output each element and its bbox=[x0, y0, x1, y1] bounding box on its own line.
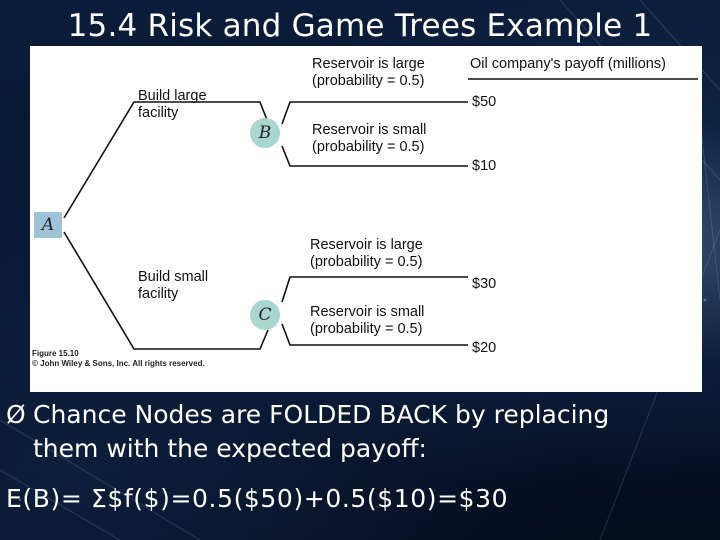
branch-c-large bbox=[281, 276, 468, 303]
label-b-large: Reservoir is large (probability = 0.5) bbox=[312, 56, 425, 89]
expected-value-formula: E(B)= Σ$f($)=0.5($50)+0.5($10)=$30 bbox=[6, 484, 509, 513]
label-c-large: Reservoir is large (probability = 0.5) bbox=[310, 237, 423, 270]
label-c-small: Reservoir is small (probability = 0.5) bbox=[310, 304, 425, 337]
game-tree-figure: A B C Build large facility Build small f… bbox=[30, 46, 702, 392]
branch-c-small bbox=[281, 323, 468, 346]
payoff-header: Oil company's payoff (millions) bbox=[470, 56, 666, 72]
branch-build-small bbox=[63, 231, 269, 350]
branch-build-large bbox=[63, 101, 268, 219]
slide-title: 15.4 Risk and Game Trees Example 1 bbox=[67, 8, 653, 44]
bullet-arrow-icon: Ø bbox=[6, 400, 26, 429]
caption-figure-number: Figure 15.10 bbox=[32, 349, 79, 358]
figure-caption: Figure 15.10 © John Wiley & Sons, Inc. A… bbox=[32, 349, 205, 369]
payoff-value: $10 bbox=[472, 158, 497, 174]
decision-node-a: A bbox=[34, 212, 62, 238]
label-build-large: Build large facility bbox=[138, 88, 207, 121]
payoff-value: $30 bbox=[472, 276, 497, 292]
label-b-small: Reservoir is small (probability = 0.5) bbox=[312, 122, 427, 155]
payoff-value: $20 bbox=[472, 340, 497, 356]
branch-b-small bbox=[281, 145, 468, 167]
caption-copyright: © John Wiley & Sons, Inc. All rights res… bbox=[32, 359, 205, 368]
label-build-small: Build small facility bbox=[138, 269, 209, 302]
bullet-text-line2: them with the expected payoff: bbox=[33, 434, 427, 463]
chance-node-c: C bbox=[250, 300, 280, 330]
tree-branches bbox=[63, 78, 698, 350]
chance-node-b: B bbox=[250, 118, 280, 148]
payoff-value: $50 bbox=[472, 94, 497, 110]
branch-b-large bbox=[281, 101, 468, 125]
bullet-text-line1: Chance Nodes are FOLDED BACK by replacin… bbox=[33, 400, 610, 429]
